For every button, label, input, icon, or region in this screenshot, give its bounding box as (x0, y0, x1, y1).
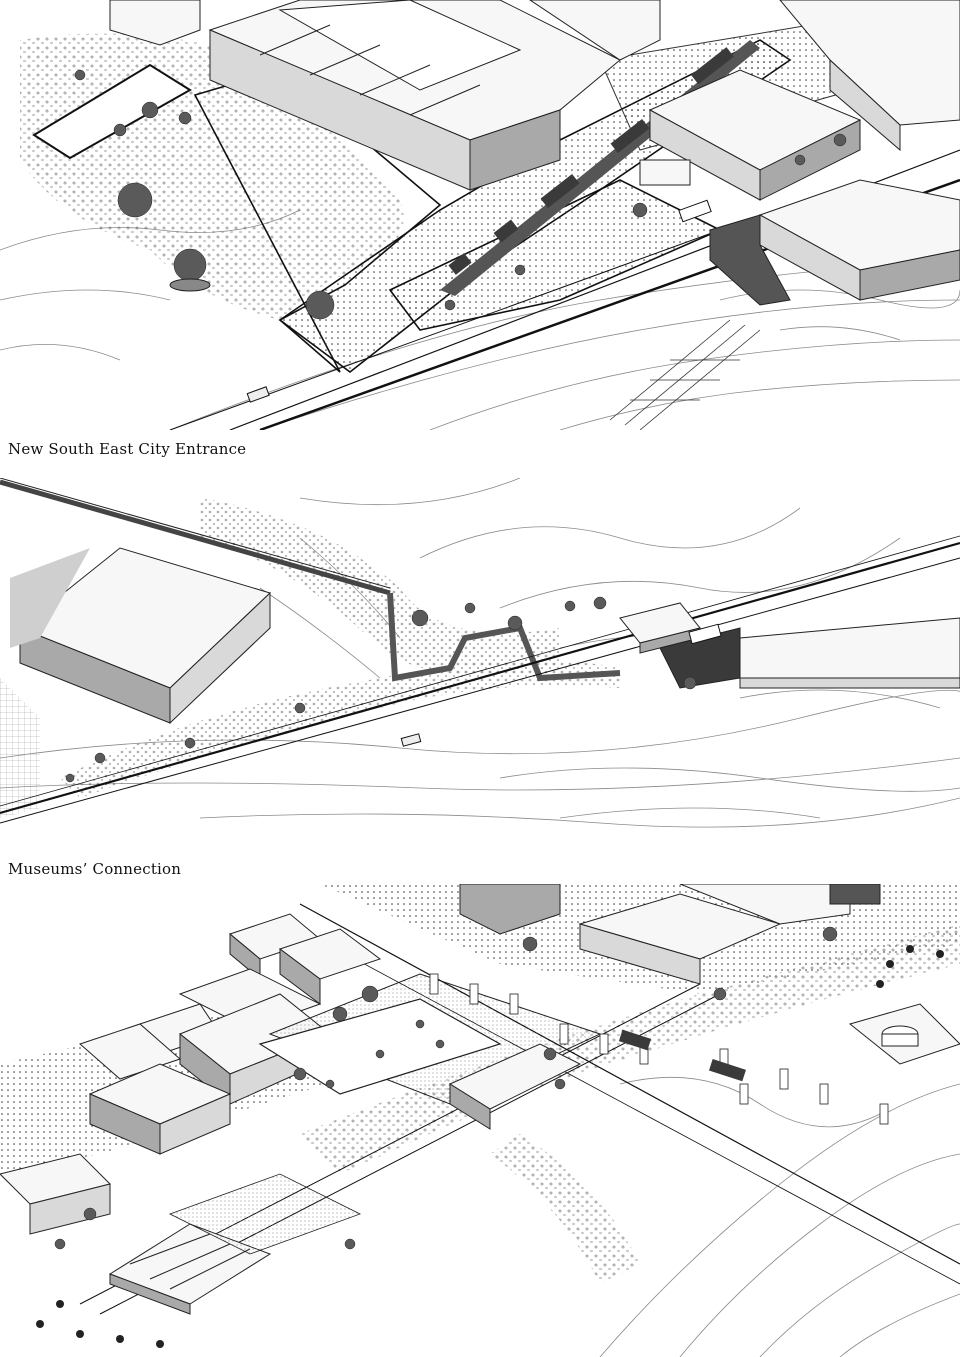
neighbourhood-drawing (0, 884, 960, 1357)
round-structure (848, 1003, 960, 1065)
axonometric-panel-neighbourhood (0, 884, 960, 1357)
building-blocks-north (109, 0, 960, 201)
gravel-strip-low (490, 1134, 640, 1284)
pedestrian-bridge (609, 319, 761, 430)
museums-connection-drawing (0, 478, 960, 828)
car (400, 733, 422, 747)
panel-caption-museums-connection: Museums’ Connection (8, 860, 182, 878)
warehouse-building-side (449, 1083, 491, 1130)
building-blocks-north (459, 884, 881, 985)
paved-ground-left (0, 678, 40, 818)
museum-building (10, 547, 271, 725)
greenhouse-garden (258, 998, 502, 1095)
terrain-contours (599, 1076, 960, 1357)
trees (65, 596, 697, 783)
axonometric-panel-city-entrance (0, 0, 960, 430)
axonometric-panel-museums-connection (0, 478, 960, 850)
triangular-plaza (388, 179, 722, 331)
building-left-edge (0, 1153, 111, 1235)
trees (54, 926, 838, 1250)
panel-caption-city-entrance: New South East City Entrance (8, 440, 247, 458)
tram-stop-area (619, 602, 960, 689)
bus (678, 199, 712, 223)
city-entrance-drawing (0, 0, 960, 430)
elevated-walkway (0, 478, 621, 682)
trams (618, 1029, 746, 1082)
car (246, 386, 270, 403)
tree-planter (169, 278, 211, 292)
lower-plaza (168, 1173, 362, 1255)
trees (74, 69, 847, 320)
tram-stop-shelter (639, 159, 691, 186)
main-road (0, 535, 960, 824)
vegetation-hill (200, 498, 560, 675)
orchard-planters (36, 945, 944, 1348)
park-plot-outline (32, 63, 192, 160)
building-blocks-east (639, 159, 960, 306)
bus (688, 623, 722, 645)
